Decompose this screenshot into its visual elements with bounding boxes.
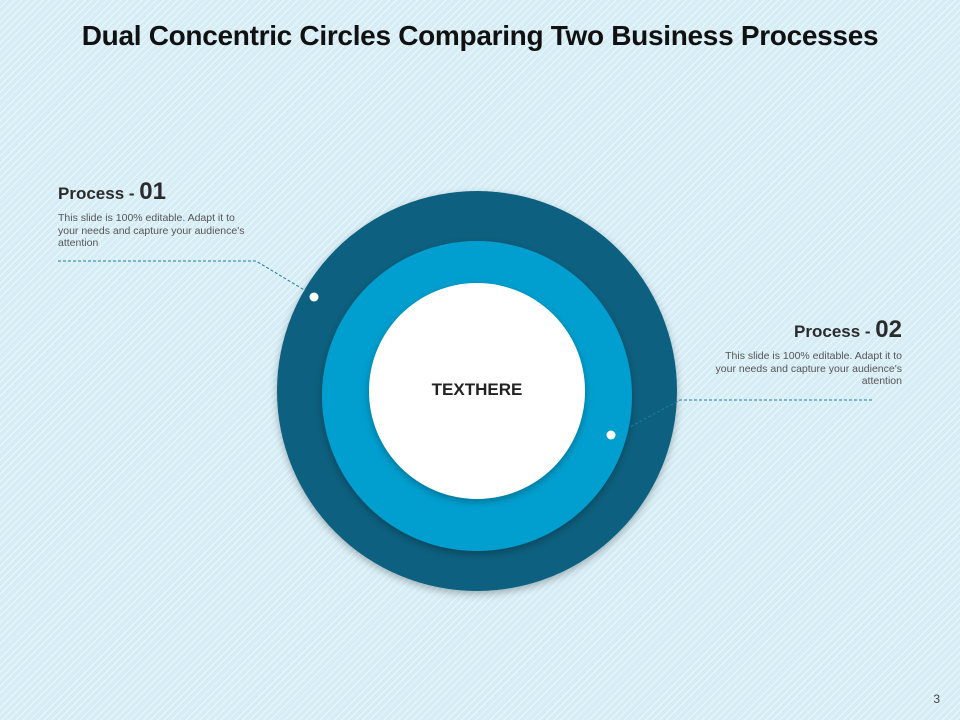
process-01-description: This slide is 100% editable. Adapt it to… [58,212,245,250]
process-01-label: Process - [58,184,140,203]
leader-line-process-01 [58,260,307,292]
process-02-description: This slide is 100% editable. Adapt it to… [715,350,902,388]
process-01-number: 01 [139,178,166,205]
process-02-label: Process - [794,322,876,341]
page-number: 3 [933,692,940,706]
leader-line-process-02 [627,399,872,429]
center-circle [369,283,585,499]
process-02-heading: Process - 02 [712,318,902,342]
process-01-heading: Process - 01 [58,180,248,204]
process-01-block: Process - 01 This slide is 100% editable… [58,180,248,250]
process-02-block: Process - 02 This slide is 100% editable… [712,318,902,388]
marker-dot-process-01 [309,292,319,302]
slide-title: Dual Concentric Circles Comparing Two Bu… [81,20,879,51]
marker-dot-process-02 [606,430,616,440]
process-02-number: 02 [875,316,902,343]
center-text: TEXTHERE [431,380,523,399]
